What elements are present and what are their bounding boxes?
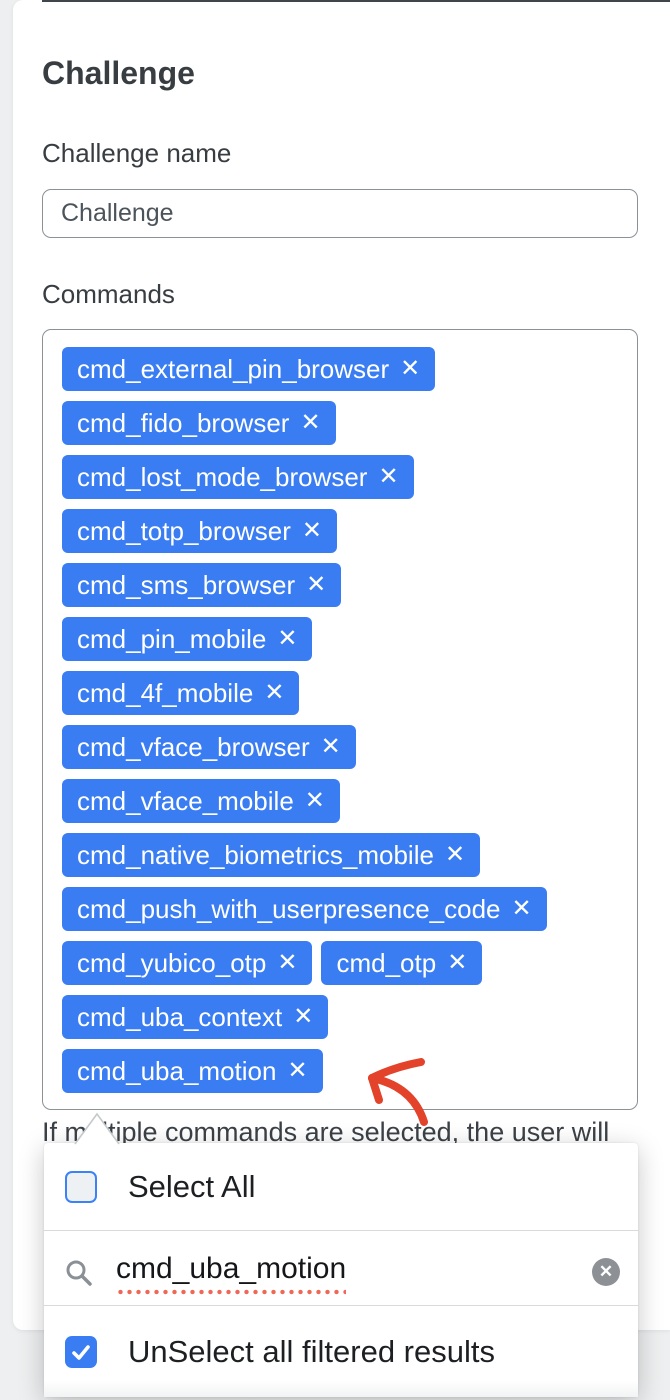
- remove-command-icon[interactable]: ✕: [300, 409, 321, 436]
- command-chip-label: cmd_yubico_otp: [77, 947, 267, 978]
- command-chip-label: cmd_otp: [336, 947, 437, 978]
- challenge-name-label: Challenge name: [42, 138, 232, 168]
- red-arrow-annotation: [368, 1058, 428, 1126]
- chip-row: cmd_yubico_otp ✕ cmd_otp ✕: [62, 941, 483, 985]
- challenge-name-input[interactable]: [42, 189, 638, 238]
- command-chip-label: cmd_push_with_userpresence_code: [77, 893, 501, 924]
- chip-row: cmd_push_with_userpresence_code ✕: [62, 887, 547, 931]
- chip-row: cmd_native_biometrics_mobile ✕: [62, 833, 481, 877]
- remove-command-icon[interactable]: ✕: [511, 895, 532, 922]
- remove-command-icon[interactable]: ✕: [277, 625, 298, 652]
- checkmark-icon: [72, 1344, 90, 1360]
- remove-command-icon[interactable]: ✕: [320, 733, 341, 760]
- chip-row: cmd_lost_mode_browser ✕: [62, 455, 414, 499]
- page-title: Challenge: [42, 55, 195, 92]
- commands-label: Commands: [42, 279, 175, 309]
- chip-row: cmd_totp_browser ✕: [62, 509, 337, 553]
- chip-row: cmd_sms_browser ✕: [62, 563, 342, 607]
- chip-row: cmd_uba_context ✕: [62, 995, 329, 1039]
- select-all-option[interactable]: Select All: [44, 1143, 638, 1230]
- help-text: If multiple commands are selected, the u…: [42, 1117, 610, 1147]
- command-chip: cmd_lost_mode_browser ✕: [62, 455, 414, 499]
- command-chip: cmd_totp_browser ✕: [62, 509, 337, 553]
- chip-row: cmd_fido_browser ✕: [62, 401, 336, 445]
- command-chip-label: cmd_fido_browser: [77, 407, 290, 438]
- command-chip: cmd_native_biometrics_mobile ✕: [62, 833, 481, 877]
- command-chip-label: cmd_sms_browser: [77, 569, 296, 600]
- chip-row: cmd_vface_mobile ✕: [62, 779, 340, 823]
- command-chip-label: cmd_native_biometrics_mobile: [77, 839, 434, 870]
- command-chip-label: cmd_vface_browser: [77, 731, 310, 762]
- remove-command-icon[interactable]: ✕: [400, 355, 421, 382]
- command-chip-label: cmd_4f_mobile: [77, 677, 254, 708]
- search-icon: [66, 1260, 92, 1286]
- command-chip-label: cmd_uba_context: [77, 1001, 283, 1032]
- command-chip: cmd_pin_mobile ✕: [62, 617, 313, 661]
- command-chip-label: cmd_vface_mobile: [77, 785, 294, 816]
- remove-command-icon[interactable]: ✕: [293, 1003, 314, 1030]
- remove-command-icon[interactable]: ✕: [447, 949, 468, 976]
- command-chip: cmd_yubico_otp ✕: [62, 941, 313, 985]
- command-chip-label: cmd_lost_mode_browser: [77, 461, 368, 492]
- remove-command-icon[interactable]: ✕: [378, 463, 399, 490]
- command-chip: cmd_otp ✕: [321, 941, 483, 985]
- search-row: cmd_uba_motion ✕: [44, 1231, 638, 1305]
- remove-command-icon[interactable]: ✕: [444, 841, 466, 868]
- select-all-checkbox[interactable]: [65, 1170, 97, 1203]
- remove-command-icon[interactable]: ✕: [301, 517, 322, 544]
- unselect-filtered-option[interactable]: UnSelect all filtered results: [44, 1306, 638, 1397]
- commands-multiselect[interactable]: cmd_external_pin_browser✕cmd_fido_browse…: [42, 329, 638, 1110]
- clear-search-icon[interactable]: ✕: [592, 1258, 620, 1286]
- unselect-filtered-label: UnSelect all filtered results: [128, 1333, 495, 1369]
- unselect-filtered-checkbox[interactable]: [65, 1335, 97, 1368]
- chip-row: cmd_pin_mobile ✕: [62, 617, 313, 661]
- command-chip-label: cmd_totp_browser: [77, 515, 291, 546]
- command-chip: cmd_external_pin_browser ✕: [62, 347, 436, 391]
- select-all-label: Select All: [128, 1168, 256, 1204]
- divider: [44, 1305, 638, 1306]
- command-chip-label: cmd_uba_motion: [77, 1055, 277, 1086]
- remove-command-icon[interactable]: ✕: [277, 949, 298, 976]
- command-chip: cmd_vface_browser ✕: [62, 725, 356, 769]
- commands-dropdown: Select All cmd_uba_motion ✕ UnSelect all…: [44, 1143, 638, 1397]
- command-chip: cmd_fido_browser ✕: [62, 401, 336, 445]
- chip-row: cmd_4f_mobile ✕: [62, 671, 300, 715]
- search-input[interactable]: cmd_uba_motion: [116, 1251, 347, 1295]
- command-chip: cmd_sms_browser ✕: [62, 563, 342, 607]
- command-chip-label: cmd_pin_mobile: [77, 623, 267, 654]
- remove-command-icon[interactable]: ✕: [304, 787, 325, 814]
- remove-command-icon[interactable]: ✕: [306, 571, 327, 598]
- command-chip: cmd_push_with_userpresence_code ✕: [62, 887, 547, 931]
- remove-command-icon[interactable]: ✕: [287, 1057, 308, 1084]
- command-chip: cmd_vface_mobile ✕: [62, 779, 340, 823]
- remove-command-icon[interactable]: ✕: [264, 679, 285, 706]
- dropdown-caret: [74, 1112, 120, 1145]
- divider: [44, 1230, 638, 1231]
- chip-row: cmd_external_pin_browser ✕: [62, 347, 436, 391]
- chip-row: cmd_vface_browser ✕: [62, 725, 356, 769]
- chip-row: cmd_uba_motion ✕: [62, 1049, 323, 1093]
- command-chip: cmd_uba_motion ✕: [62, 1049, 323, 1093]
- top-border-line: [42, 0, 670, 2]
- command-chip: cmd_4f_mobile ✕: [62, 671, 300, 715]
- command-chip: cmd_uba_context ✕: [62, 995, 329, 1039]
- command-chip-label: cmd_external_pin_browser: [77, 353, 390, 384]
